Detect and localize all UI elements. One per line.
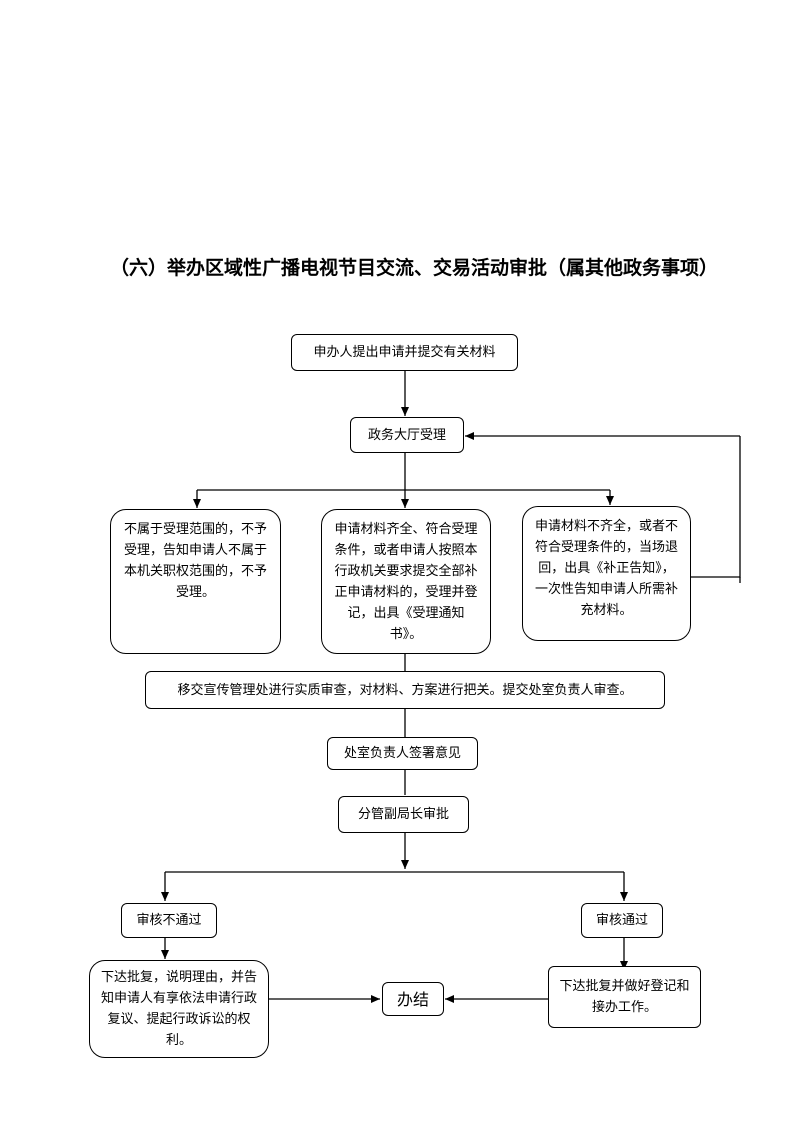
node-director-sign: 处室负责人签署意见 — [327, 737, 478, 770]
node-review-passed: 审核通过 — [581, 903, 663, 938]
node-completed: 办结 — [382, 982, 444, 1016]
node-submit-application-text: 申办人提出申请并提交有关材料 — [313, 345, 496, 360]
node-pass-notice-text: 下达批复并做好登记和接办工作。 — [559, 979, 690, 1015]
node-incomplete-materials-text: 申请材料不齐全，或者不符合受理条件的，当场退回，出具《补正告知》，一次性告知申请… — [535, 519, 679, 618]
node-incomplete-materials: 申请材料不齐全，或者不符合受理条件的，当场退回，出具《补正告知》，一次性告知申请… — [522, 506, 691, 641]
node-director-sign-text: 处室负责人签署意见 — [343, 746, 461, 761]
node-review-failed-text: 审核不通过 — [136, 913, 202, 928]
node-not-accepted: 不属于受理范围的，不予受理，告知申请人不属于本机关职权范围的，不予受理。 — [110, 509, 281, 654]
node-review-failed: 审核不通过 — [121, 903, 217, 938]
node-fail-notice-text: 下达批复，说明理由，并告知申请人有享依法申请行政复议、提起行政诉讼的权利。 — [100, 970, 257, 1048]
node-fail-notice: 下达批复，说明理由，并告知申请人有享依法申请行政复议、提起行政诉讼的权利。 — [89, 960, 269, 1058]
node-hall-acceptance: 政务大厅受理 — [350, 417, 464, 453]
node-submit-application: 申办人提出申请并提交有关材料 — [291, 334, 518, 371]
node-pass-notice: 下达批复并做好登记和接办工作。 — [548, 966, 701, 1028]
node-hall-acceptance-text: 政务大厅受理 — [367, 427, 446, 443]
node-deputy-approval: 分管副局长审批 — [338, 796, 469, 833]
node-not-accepted-text: 不属于受理范围的，不予受理，告知申请人不属于本机关职权范围的，不予受理。 — [123, 522, 267, 600]
page-title: （六）举办区域性广播电视节目交流、交易活动审批（属其他政务事项） — [110, 257, 719, 279]
feedback-loop — [690, 436, 741, 578]
node-accepted: 申请材料齐全、符合受理条件，或者申请人按照本行政机关要求提交全部补正申请材料的，… — [321, 509, 491, 654]
node-accepted-text: 申请材料齐全、符合受理条件，或者申请人按照本行政机关要求提交全部补正申请材料的，… — [334, 522, 478, 642]
node-completed-text: 办结 — [396, 989, 429, 1009]
node-transfer-review: 移交宣传管理处进行实质审查，对材料、方案进行把关。提交处室负责人审查。 — [145, 671, 665, 709]
node-review-passed-text: 审核通过 — [595, 913, 648, 928]
node-transfer-review-text: 移交宣传管理处进行实质审查，对材料、方案进行把关。提交处室负责人审查。 — [177, 682, 633, 698]
node-deputy-approval-text: 分管副局长审批 — [357, 807, 449, 822]
